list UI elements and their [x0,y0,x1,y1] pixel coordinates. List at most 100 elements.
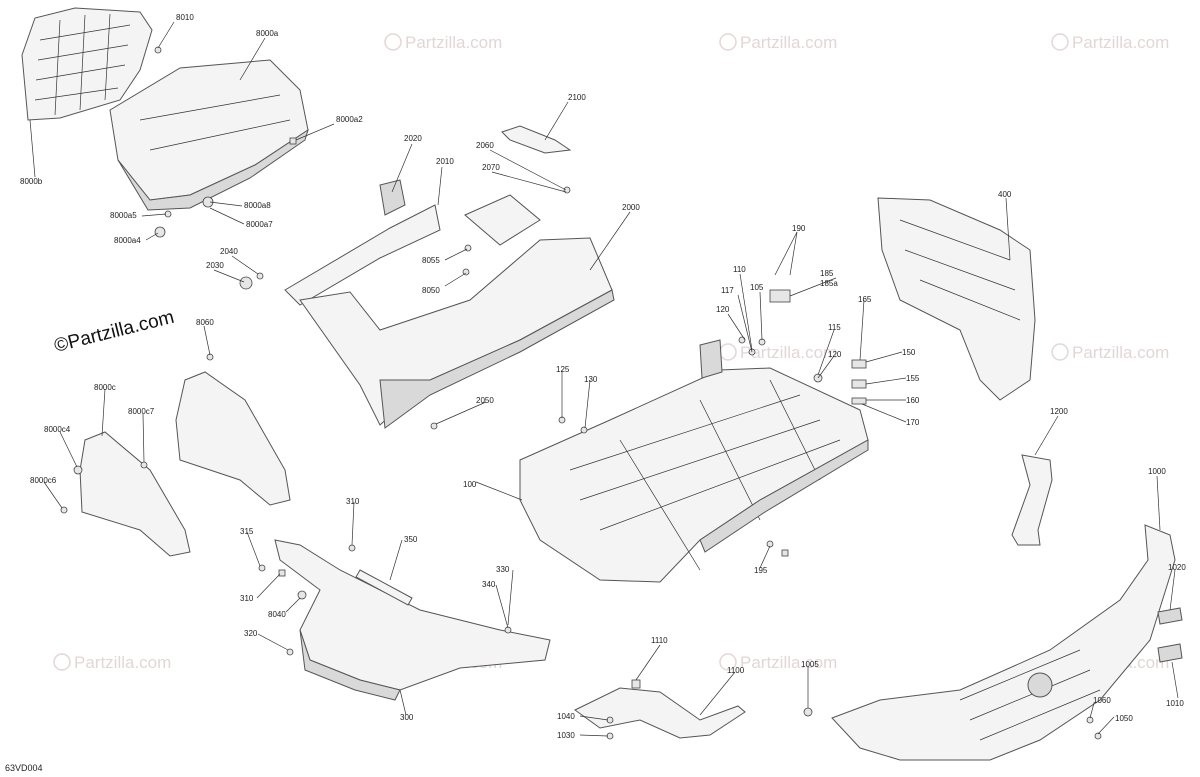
callout-2070: 2070 [482,163,500,172]
part-8000c-panel [79,431,191,557]
callout-115: 115 [828,323,841,332]
watermark: Partzilla.com [53,653,171,672]
part-8060-panel [175,371,291,506]
diagram-code: 63VD004 [5,763,43,773]
callout-2100: 2100 [568,93,586,102]
callout-2010: 2010 [436,157,454,166]
watermark: Partzilla.com [1051,33,1169,52]
callout-8000c: 8000c [94,383,116,392]
callout-100: 100 [463,480,477,489]
callout-160: 160 [906,396,920,405]
callout-2020: 2020 [404,134,422,143]
svg-text:Partzilla.com: Partzilla.com [740,33,837,52]
part-2000-rear-panel [299,194,615,429]
part-1200-bracket [1011,454,1053,546]
brand-logo: ©Partzilla.com [52,307,176,357]
callout-8010: 8010 [176,13,194,22]
callout-8000a8: 8000a8 [244,201,271,210]
callout-1005: 1005 [801,660,819,669]
callout-8000a: 8000a [256,29,279,38]
callout-350: 350 [404,535,418,544]
callout-310: 310 [240,594,254,603]
callout-1010: 1010 [1166,699,1184,708]
callout-8000c4: 8000c4 [44,425,71,434]
part-400-side-panel [877,197,1036,401]
callout-2050: 2050 [476,396,494,405]
callout-8060: 8060 [196,318,214,327]
callout-300: 300 [400,713,414,722]
callout-310: 310 [346,497,360,506]
callout-1020: 1020 [1168,563,1186,572]
callout-1200: 1200 [1050,407,1068,416]
callout-8000c7: 8000c7 [128,407,155,416]
watermark: Partzilla.com [384,33,502,52]
callout-1100: 1100 [727,666,745,675]
callout-117: 117 [721,286,734,295]
hardware [60,46,1102,740]
part-1000-front-fascia [831,524,1176,761]
svg-text:Partzilla.com: Partzilla.com [74,653,171,672]
callout-8050: 8050 [422,286,440,295]
callout-400: 400 [998,190,1012,199]
callout-320: 320 [244,629,258,638]
svg-text:Partzilla.com: Partzilla.com [1072,343,1169,362]
callout-8055: 8055 [422,256,440,265]
callout-8000a2: 8000a2 [336,115,363,124]
callout-8000c6: 8000c6 [30,476,57,485]
callout-8040: 8040 [268,610,286,619]
callout-315: 315 [240,527,254,536]
callout-8000b: 8000b [20,177,43,186]
part-300-tunnel [274,539,551,701]
callout-2000: 2000 [622,203,640,212]
part-8000b-rear-rack [21,7,153,121]
svg-text:Partzilla.com: Partzilla.com [740,343,837,362]
part-1010-decal [1157,643,1183,663]
callout-8000a5: 8000a5 [110,211,137,220]
callout-125: 125 [556,365,570,374]
callout-1040: 1040 [557,712,575,721]
callout-1050: 1050 [1115,714,1133,723]
callout-150: 150 [902,348,916,357]
brand-text: Partzilla.com [66,307,177,354]
callout-120: 120 [828,350,842,359]
svg-text:Partzilla.com: Partzilla.com [1072,33,1169,52]
callout-155: 155 [906,374,920,383]
part-2010-side-rail [284,179,441,306]
callout-120: 120 [716,305,730,314]
callout-8000a7: 8000a7 [246,220,273,229]
part-8000a-seat [109,59,309,211]
part-1020-decal [1157,607,1183,625]
watermark: Partzilla.com [719,653,837,672]
part-1100-skid [574,687,746,739]
callout-185a: 185a [820,279,838,288]
svg-text:Partzilla.com: Partzilla.com [740,653,837,672]
callout-2040: 2040 [220,247,238,256]
watermark: Partzilla.com [719,33,837,52]
part-2100-clip [501,125,572,154]
brand-symbol: © [52,333,71,357]
part-100-floor-tray [519,339,869,583]
watermark: Partzilla.com [719,343,837,362]
callout-330: 330 [496,565,510,574]
callout-195: 195 [754,566,768,575]
callout-170: 170 [906,418,920,427]
callout-1110: 1110 [651,636,668,645]
callout-185: 185 [820,269,834,278]
callout-165: 165 [858,295,872,304]
callout-1030: 1030 [557,731,575,740]
callout-105: 105 [750,283,764,292]
callout-190: 190 [792,224,806,233]
callout-2060: 2060 [476,141,494,150]
callout-340: 340 [482,580,496,589]
callout-2030: 2030 [206,261,224,270]
callout-130: 130 [584,375,598,384]
callout-labels: 8010 8000a 8000a2 8000b 8000a8 8000a5 80… [20,13,1186,740]
callout-110: 110 [733,265,746,274]
svg-text:©Partzilla.com: ©Partzilla.com [52,307,176,357]
callout-8000a4: 8000a4 [114,236,141,245]
callout-1060: 1060 [1093,696,1111,705]
svg-text:Partzilla.com: Partzilla.com [405,33,502,52]
callout-1000: 1000 [1148,467,1166,476]
leader-lines [29,21,1179,737]
